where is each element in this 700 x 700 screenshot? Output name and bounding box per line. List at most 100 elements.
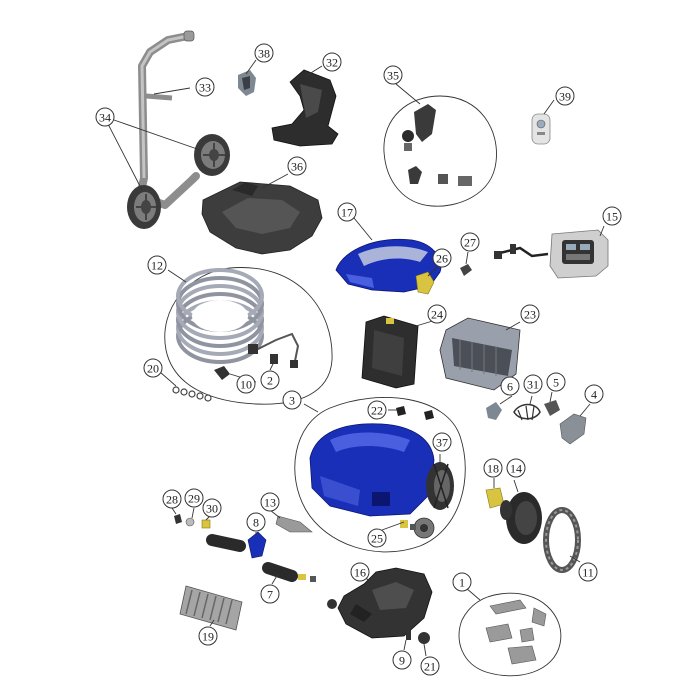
callout-number: 35 bbox=[387, 69, 399, 83]
part-13 bbox=[275, 515, 313, 533]
part-top-cover-17 bbox=[335, 238, 442, 293]
callout-circle bbox=[383, 65, 403, 85]
group-1-clips bbox=[458, 592, 562, 677]
callout-circle bbox=[523, 374, 543, 394]
part-brush-19 bbox=[179, 585, 243, 631]
callout-35: 35 bbox=[383, 65, 403, 85]
callout-number: 8 bbox=[253, 516, 259, 530]
callout-circle bbox=[555, 86, 575, 106]
callout-14: 14 bbox=[506, 458, 526, 478]
part-22 bbox=[396, 406, 434, 420]
part-wheel-14 bbox=[500, 492, 542, 544]
callout-circle bbox=[95, 107, 115, 127]
callout-circle bbox=[202, 498, 222, 518]
part-25 bbox=[400, 517, 435, 539]
part-swivel-2 bbox=[248, 332, 300, 368]
group-3-main-body bbox=[294, 397, 466, 553]
part-9 bbox=[406, 630, 411, 640]
callout-26: 26 bbox=[432, 248, 452, 268]
callout-circle bbox=[483, 458, 503, 478]
part-8 bbox=[247, 531, 267, 559]
callout-13: 13 bbox=[260, 492, 280, 512]
part-roller-7 bbox=[262, 562, 316, 582]
part-roller-left bbox=[206, 534, 246, 552]
callout-number: 18 bbox=[487, 462, 499, 476]
part-5 bbox=[544, 400, 560, 416]
callout-number: 7 bbox=[267, 588, 273, 602]
part-filter-frame-24 bbox=[361, 315, 419, 389]
callout-circle bbox=[432, 248, 452, 268]
part-power-supply-15 bbox=[494, 229, 609, 279]
callout-circle bbox=[254, 43, 274, 63]
callout-circle bbox=[236, 374, 256, 394]
callout-number: 2 bbox=[267, 374, 273, 388]
callout-21: 21 bbox=[420, 656, 440, 676]
callout-number: 17 bbox=[341, 206, 353, 220]
callout-circle bbox=[392, 650, 412, 670]
callout-number: 38 bbox=[258, 47, 270, 61]
callout-7: 7 bbox=[260, 584, 280, 604]
callout-circle bbox=[432, 432, 452, 452]
callout-number: 6 bbox=[507, 380, 513, 394]
part-6 bbox=[486, 402, 502, 420]
callout-number: 32 bbox=[326, 56, 338, 70]
group-35-fasteners bbox=[383, 95, 497, 207]
callout-number: 14 bbox=[510, 462, 522, 476]
callout-circle bbox=[184, 488, 204, 508]
part-caddy-base bbox=[201, 181, 323, 255]
part-30 bbox=[201, 519, 211, 529]
callout-circle bbox=[578, 562, 598, 582]
callout-24: 24 bbox=[427, 304, 447, 324]
callout-circle bbox=[500, 376, 520, 396]
callout-number: 11 bbox=[582, 566, 594, 580]
callout-5: 5 bbox=[546, 372, 566, 392]
part-clip-38 bbox=[238, 70, 256, 96]
callout-circle bbox=[198, 626, 218, 646]
part-bracket-32 bbox=[271, 69, 339, 147]
part-gear-37 bbox=[426, 462, 454, 510]
callout-circle bbox=[260, 584, 280, 604]
callout-number: 29 bbox=[188, 492, 200, 506]
callout-number: 13 bbox=[264, 496, 276, 510]
part-connector-10 bbox=[214, 366, 230, 380]
part-21 bbox=[418, 632, 430, 644]
part-4 bbox=[559, 413, 587, 445]
callout-22: 22 bbox=[367, 400, 387, 420]
callout-8: 8 bbox=[246, 512, 266, 532]
callout-25: 25 bbox=[367, 528, 387, 548]
callout-circle bbox=[506, 458, 526, 478]
callout-circle bbox=[260, 370, 280, 390]
callout-16: 16 bbox=[350, 562, 370, 582]
callout-number: 3 bbox=[289, 394, 295, 408]
callout-4: 4 bbox=[584, 384, 604, 404]
callout-9: 9 bbox=[392, 650, 412, 670]
callout-11: 11 bbox=[578, 562, 598, 582]
callout-circle bbox=[260, 492, 280, 512]
part-29 bbox=[185, 517, 195, 527]
callout-number: 33 bbox=[199, 81, 211, 95]
callout-18: 18 bbox=[483, 458, 503, 478]
callout-number: 37 bbox=[436, 436, 448, 450]
callout-6: 6 bbox=[500, 376, 520, 396]
callout-circle bbox=[602, 206, 622, 226]
part-bottom-base-16 bbox=[337, 567, 433, 639]
part-clip-27 bbox=[460, 264, 472, 276]
callout-circle bbox=[162, 489, 182, 509]
callout-19: 19 bbox=[198, 626, 218, 646]
callout-10: 10 bbox=[236, 374, 256, 394]
callout-33: 33 bbox=[195, 77, 215, 97]
callout-38: 38 bbox=[254, 43, 274, 63]
callout-number: 25 bbox=[371, 532, 383, 546]
callout-circle bbox=[367, 528, 387, 548]
callout-circle bbox=[452, 572, 472, 592]
part-track-11 bbox=[543, 507, 581, 573]
group-12-cable-assembly bbox=[164, 267, 333, 405]
callout-circle bbox=[195, 77, 215, 97]
callout-number: 31 bbox=[527, 378, 539, 392]
part-cable-coil bbox=[176, 268, 264, 364]
callout-37: 37 bbox=[432, 432, 452, 452]
callout-2: 2 bbox=[260, 370, 280, 390]
callout-circle bbox=[337, 202, 357, 222]
callout-number: 10 bbox=[240, 378, 252, 392]
